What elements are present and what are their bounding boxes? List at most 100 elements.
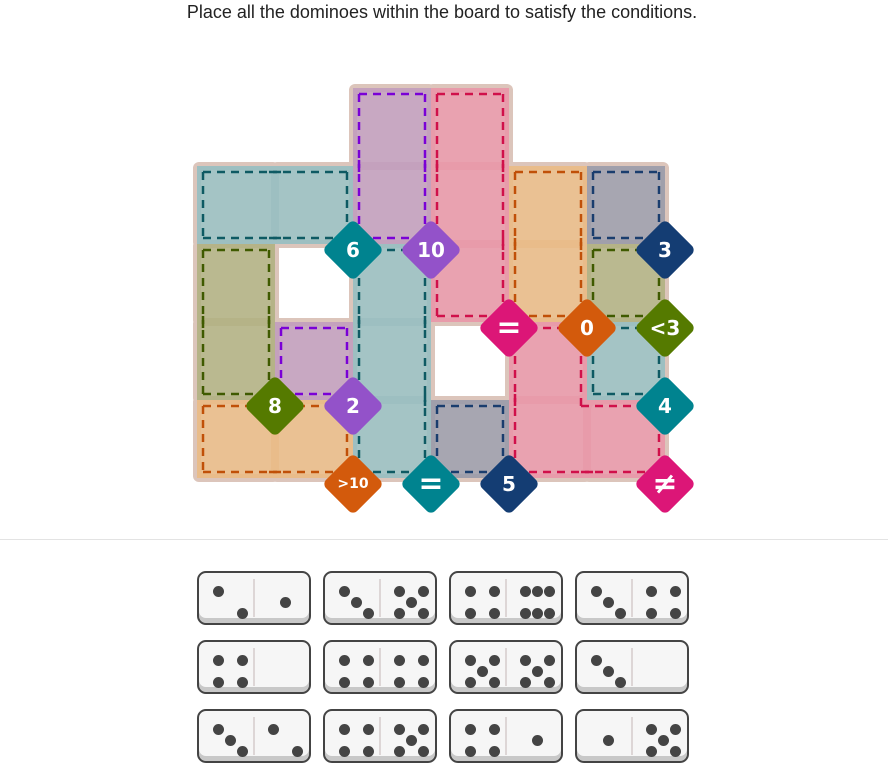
- domino-5-5[interactable]: [449, 640, 563, 694]
- pip: [615, 608, 626, 619]
- pip: [646, 746, 657, 757]
- region-cell[interactable]: [197, 244, 275, 322]
- pip: [339, 677, 350, 688]
- domino-divider: [505, 717, 507, 755]
- pip: [394, 655, 405, 666]
- pip: [351, 597, 362, 608]
- domino-4-4[interactable]: [323, 640, 437, 694]
- domino-divider: [505, 579, 507, 617]
- domino-4-1[interactable]: [449, 709, 563, 763]
- domino-2-1[interactable]: [197, 571, 311, 625]
- pip: [363, 655, 374, 666]
- cell-tile: [591, 248, 661, 318]
- cell-tile: [357, 92, 427, 162]
- pip: [394, 677, 405, 688]
- pip: [489, 677, 500, 688]
- domino-divider: [253, 579, 255, 617]
- pip: [363, 724, 374, 735]
- pip: [603, 666, 614, 677]
- domino-divider: [505, 648, 507, 686]
- pip: [363, 746, 374, 757]
- region-condition-label: 0: [580, 316, 594, 340]
- pip: [465, 724, 476, 735]
- region-condition-label: <3: [649, 316, 681, 340]
- pip: [406, 735, 417, 746]
- pip: [339, 746, 350, 757]
- cell-tile: [513, 248, 583, 318]
- pip: [489, 655, 500, 666]
- domino-4-0[interactable]: [197, 640, 311, 694]
- domino-divider: [379, 579, 381, 617]
- pip: [544, 655, 555, 666]
- pip: [532, 735, 543, 746]
- pip: [394, 608, 405, 619]
- pip: [280, 597, 291, 608]
- domino-4-5[interactable]: [323, 709, 437, 763]
- region-cell[interactable]: [431, 88, 509, 166]
- domino-3-5[interactable]: [323, 571, 437, 625]
- domino-divider: [379, 717, 381, 755]
- pip: [532, 608, 543, 619]
- cell-tile: [591, 404, 661, 474]
- pip: [418, 586, 429, 597]
- cell-tile: [201, 404, 271, 474]
- region-condition-label: ≠: [652, 466, 678, 502]
- pip: [418, 724, 429, 735]
- pip: [465, 746, 476, 757]
- pip: [670, 746, 681, 757]
- pip: [489, 608, 500, 619]
- domino-3-4[interactable]: [575, 571, 689, 625]
- pip: [646, 724, 657, 735]
- pip: [591, 655, 602, 666]
- cell-tile: [357, 170, 427, 240]
- domino-3-0[interactable]: [575, 640, 689, 694]
- region-cell[interactable]: [353, 88, 431, 166]
- pip: [418, 655, 429, 666]
- region-condition-label: 2: [346, 394, 360, 418]
- pip: [646, 586, 657, 597]
- pip: [339, 724, 350, 735]
- pip: [406, 597, 417, 608]
- pip: [658, 735, 669, 746]
- cell-tile: [513, 404, 583, 474]
- cell-tile: [357, 248, 427, 318]
- pip: [339, 586, 350, 597]
- region-cell[interactable]: [197, 166, 275, 244]
- cell-tile: [435, 92, 505, 162]
- pip: [465, 655, 476, 666]
- pip: [213, 724, 224, 735]
- pip: [339, 655, 350, 666]
- cell-tile: [513, 326, 583, 396]
- domino-3-2[interactable]: [197, 709, 311, 763]
- puzzle-board: [193, 84, 669, 482]
- pip: [465, 677, 476, 688]
- pip: [237, 677, 248, 688]
- region-condition-label: 5: [502, 472, 516, 496]
- pip: [237, 608, 248, 619]
- cell-tile: [591, 170, 661, 240]
- pip: [532, 586, 543, 597]
- cell-tile: [435, 170, 505, 240]
- pip: [520, 586, 531, 597]
- pip: [670, 608, 681, 619]
- pip: [544, 586, 555, 597]
- domino-divider: [631, 648, 633, 686]
- pip: [418, 608, 429, 619]
- pip: [394, 724, 405, 735]
- pip: [477, 666, 488, 677]
- domino-4-6[interactable]: [449, 571, 563, 625]
- pip: [544, 608, 555, 619]
- domino-1-5[interactable]: [575, 709, 689, 763]
- pip: [418, 677, 429, 688]
- pip: [603, 597, 614, 608]
- pip: [363, 677, 374, 688]
- domino-divider: [253, 648, 255, 686]
- pip: [520, 655, 531, 666]
- region-cell[interactable]: [509, 166, 587, 244]
- pip: [532, 666, 543, 677]
- pip: [237, 746, 248, 757]
- instructions: Place all the dominoes within the board …: [186, 2, 698, 22]
- cell-tile: [435, 248, 505, 318]
- pip: [465, 586, 476, 597]
- cell-tile: [279, 170, 349, 240]
